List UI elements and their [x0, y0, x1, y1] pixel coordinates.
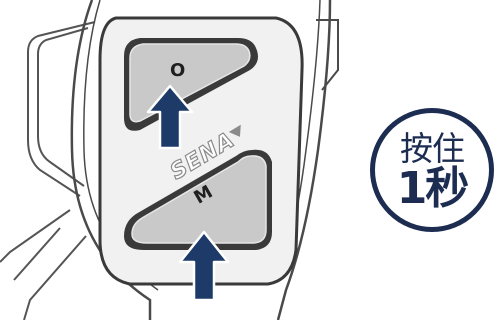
lower-button[interactable]: M: [124, 149, 272, 250]
press-arrow-upper: [146, 84, 194, 150]
press-instruction-text: 按住: [400, 129, 465, 168]
device-strap: [0, 209, 87, 320]
upper-button-label: O: [170, 60, 185, 81]
press-duration-text: 1秒: [396, 163, 470, 214]
device-side-clip: [27, 21, 96, 197]
press-duration-badge: 按住 1秒: [370, 108, 494, 232]
press-arrow-lower: [178, 230, 230, 302]
